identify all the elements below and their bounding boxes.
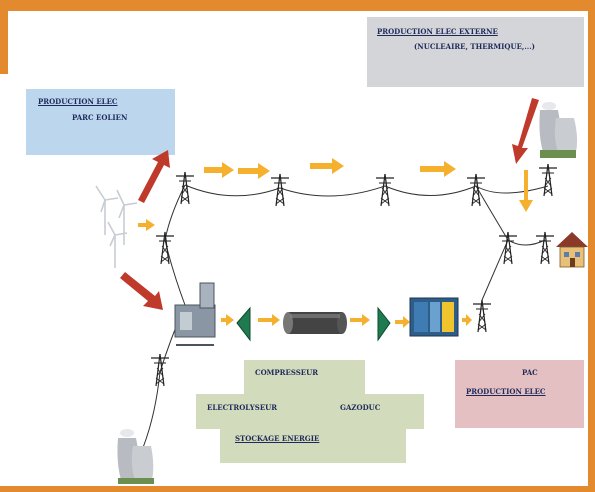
- fuel-cell-box: PAC PRODUCTION ELEC: [455, 360, 584, 428]
- frame-right: [588, 0, 595, 492]
- storage-block-top: [244, 360, 365, 395]
- external-production-box: PRODUCTION ELEC EXTERNE (NUCLEAIRE, THER…: [367, 17, 584, 87]
- pylon-icon: [538, 163, 558, 197]
- pylon-icon: [472, 299, 492, 333]
- flow-arrows: [138, 158, 533, 328]
- storage-block-middle: [196, 394, 424, 429]
- pipeline-icon: [283, 312, 347, 334]
- pylon-icon: [466, 173, 486, 207]
- pylon-icon: [155, 231, 175, 265]
- wind-turbine-icon: [95, 185, 138, 268]
- pipeline-label: GAZODUC: [340, 403, 381, 412]
- pylon-icon: [498, 231, 518, 265]
- compressor-label: COMPRESSEUR: [255, 368, 319, 377]
- electrolyser-icon: [174, 282, 216, 346]
- storage-block-bottom: [220, 428, 406, 463]
- external-production-title: PRODUCTION ELEC EXTERNE: [377, 27, 498, 36]
- storage-title: STOCKAGE ENERGIE: [235, 434, 320, 443]
- pylon-icon: [150, 353, 170, 387]
- pylon-icon: [375, 173, 395, 207]
- wind-production-subtitle: PARC EOLIEN: [72, 113, 128, 122]
- frame-top: [0, 0, 595, 11]
- fuel-cell-title: PAC: [522, 368, 538, 377]
- fuel-cell-icon: [409, 297, 459, 337]
- power-plant-icon: [539, 102, 578, 158]
- input-arrows: [120, 98, 539, 310]
- fuel-cell-subtitle: PRODUCTION ELEC: [466, 387, 546, 396]
- wind-production-title: PRODUCTION ELEC: [38, 97, 118, 106]
- wind-production-box: PRODUCTION ELEC PARC EOLIEN: [26, 89, 175, 155]
- frame-bottom: [0, 486, 595, 492]
- power-plant-icon: [117, 429, 154, 484]
- compressor-icon: [236, 306, 391, 342]
- house-icon: [556, 232, 588, 268]
- external-production-subtitle: (NUCLEAIRE, THERMIQUE,...): [414, 42, 535, 51]
- electrolyser-label: ELECTROLYSEUR: [207, 403, 278, 412]
- frame-left: [0, 0, 8, 74]
- pylon-icon: [535, 231, 555, 265]
